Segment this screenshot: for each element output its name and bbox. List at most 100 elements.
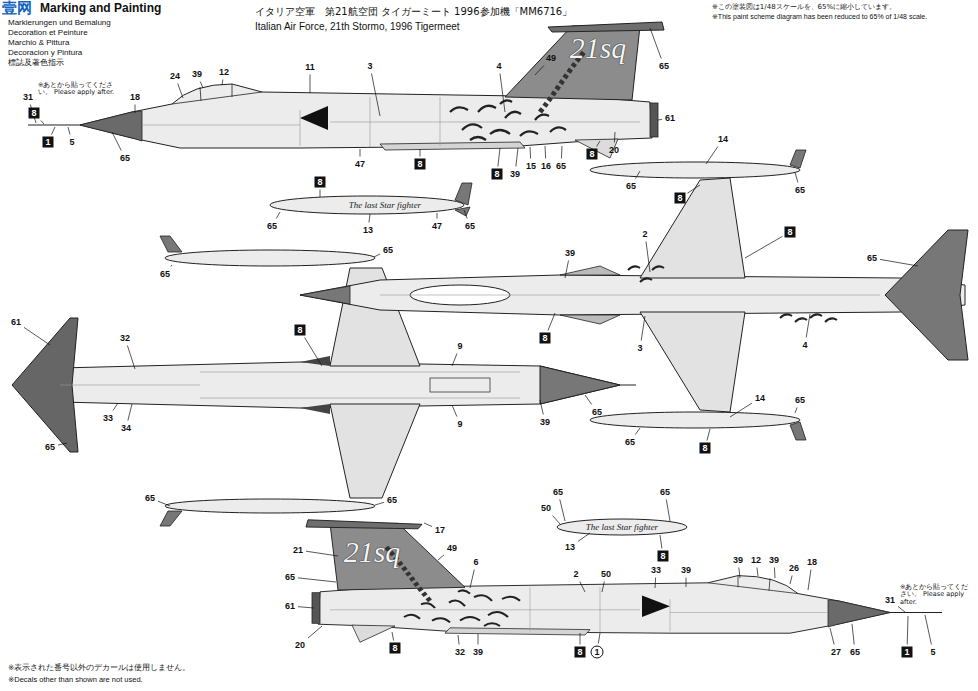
leader-line — [392, 632, 394, 641]
callout-number: 39 — [539, 417, 551, 428]
leader-line — [650, 28, 661, 59]
callout-number: 18 — [806, 557, 818, 568]
callout-number: 32 — [119, 333, 131, 344]
leader-line — [200, 82, 203, 89]
callout-number: 5 — [68, 137, 75, 148]
callout-number: 61 — [10, 317, 22, 328]
callout-number: 17 — [434, 525, 446, 536]
callout-number: 31 — [884, 595, 896, 606]
callout-number: 65 — [658, 61, 670, 72]
leader-line — [655, 578, 657, 589]
callout-number: 5 — [929, 647, 936, 658]
callout-number: 21 — [292, 545, 304, 556]
callout-number: 65 — [794, 395, 806, 406]
leader-line — [635, 428, 640, 435]
callout-number: 26 — [788, 563, 800, 574]
callout-number: 65 — [552, 487, 564, 498]
leader-line — [112, 132, 121, 151]
leader-line — [305, 338, 322, 367]
tail-marking: 21sq — [344, 537, 401, 567]
callout-number: 8 — [294, 325, 305, 336]
leader-line — [437, 213, 438, 219]
leader-line — [452, 405, 457, 417]
leader-line — [706, 147, 718, 165]
leader-line — [128, 404, 132, 421]
callout-number: 65 — [659, 487, 671, 498]
callout-number: 11 — [304, 62, 316, 73]
leader-line — [298, 578, 336, 582]
callout-number: 1 — [591, 646, 604, 659]
leader-line — [852, 624, 854, 645]
leader-line — [308, 626, 322, 638]
leader-line — [560, 500, 565, 522]
callout-number: 4 — [495, 61, 502, 72]
callout-number: 39 — [680, 565, 692, 576]
callout-number: 2 — [572, 569, 579, 580]
leader-line — [666, 500, 670, 522]
leader-line — [178, 84, 183, 99]
leader-line — [580, 633, 581, 645]
leader-line — [646, 242, 650, 273]
callout-number: 49 — [545, 53, 557, 64]
leader-line — [127, 346, 135, 370]
callout-number: 9 — [456, 419, 463, 430]
leader-line — [641, 316, 645, 341]
callout-number: 1 — [42, 137, 53, 148]
callout-number: 39 — [768, 555, 780, 566]
note-text: ※この塗装図は1/48スケールを、65%に縮小しています。 — [712, 3, 896, 11]
leader-line — [276, 212, 280, 219]
leader-line — [795, 172, 798, 183]
leader-line — [636, 171, 641, 179]
callout-number: 39 — [564, 248, 576, 259]
leader-line — [561, 146, 563, 159]
callout-number: 49 — [446, 543, 458, 554]
callout-number: 12 — [750, 555, 762, 566]
callout-number: 50 — [540, 503, 552, 514]
callout-number: 13 — [564, 542, 576, 553]
leader-line — [580, 582, 585, 593]
leader-line — [372, 74, 381, 117]
callout-number: 34 — [120, 423, 132, 434]
leader-line — [452, 354, 457, 367]
leader-line — [739, 568, 740, 579]
callout-number: 65 — [119, 153, 131, 164]
callout-number: 32 — [454, 647, 466, 658]
leader-line — [808, 570, 811, 591]
leader-line — [478, 634, 479, 645]
callout-number: 3 — [636, 343, 643, 354]
leader-line — [730, 403, 752, 417]
leader-line — [553, 516, 560, 525]
callout-number: 20 — [608, 145, 620, 156]
note-text: ※Decals other than shown are not used. — [8, 676, 143, 685]
leader-line — [222, 80, 224, 86]
leader-line — [757, 568, 758, 577]
leader-line — [565, 261, 569, 279]
callout-number: 8 — [657, 551, 668, 562]
leader-line — [52, 127, 56, 135]
callout-number: 8 — [389, 643, 400, 654]
leader-line — [68, 127, 70, 135]
leader-line — [420, 149, 421, 157]
callout-number: 8 — [784, 227, 795, 238]
callout-number: 47 — [354, 159, 366, 170]
note-text: ※あとから貼ってください。 Please apply after. — [900, 584, 974, 606]
callout-number: 65 — [464, 221, 476, 232]
leader-line — [686, 578, 687, 588]
leader-line — [925, 615, 931, 645]
callout-number: 18 — [129, 92, 141, 103]
leader-line — [598, 633, 600, 644]
callout-number: 65 — [591, 407, 603, 418]
leader-line — [113, 403, 118, 411]
callout-number: 14 — [717, 134, 729, 145]
heading-text: Decoration et Peinture — [8, 28, 88, 37]
callout-number: 65 — [159, 269, 171, 280]
leader-line — [516, 148, 518, 167]
leader-line — [360, 149, 361, 157]
callout-number: 6 — [472, 557, 479, 568]
leader-line — [707, 429, 710, 441]
callout-number: 2 — [641, 229, 648, 240]
callout-number: 4 — [801, 340, 808, 351]
callout-number: 61 — [664, 113, 676, 124]
leader-line — [545, 146, 547, 159]
